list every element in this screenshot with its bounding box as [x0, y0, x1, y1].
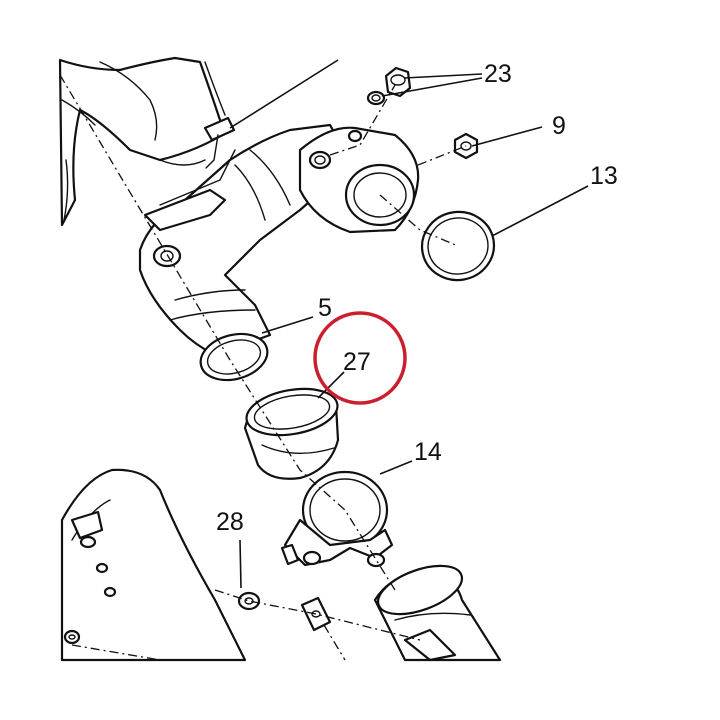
- part-13-gasket: [420, 210, 496, 282]
- heat-shield: [60, 468, 247, 662]
- highlight-circle: [313, 311, 407, 405]
- part-27-sleeve: [243, 387, 340, 480]
- callout-9: 9: [552, 112, 566, 140]
- part-23-stud-and-washer: [366, 66, 412, 106]
- callout-13: 13: [590, 162, 618, 190]
- exhaust-header-pipe: [138, 123, 343, 382]
- callout-28: 28: [216, 508, 244, 536]
- leader-lines: [229, 59, 589, 589]
- lower-exhaust-pipe: [373, 564, 502, 662]
- assembly-axes: [59, 74, 467, 661]
- part-14-clamp: [280, 470, 394, 568]
- exhaust-flange: [298, 126, 420, 234]
- callout-27: 27: [343, 348, 371, 376]
- engine-casting: [58, 56, 232, 227]
- callout-23: 23: [484, 60, 512, 88]
- callout-14: 14: [414, 438, 442, 466]
- callout-5: 5: [318, 294, 332, 322]
- sensor-clip: [203, 116, 236, 169]
- part-28-washer: [237, 591, 261, 611]
